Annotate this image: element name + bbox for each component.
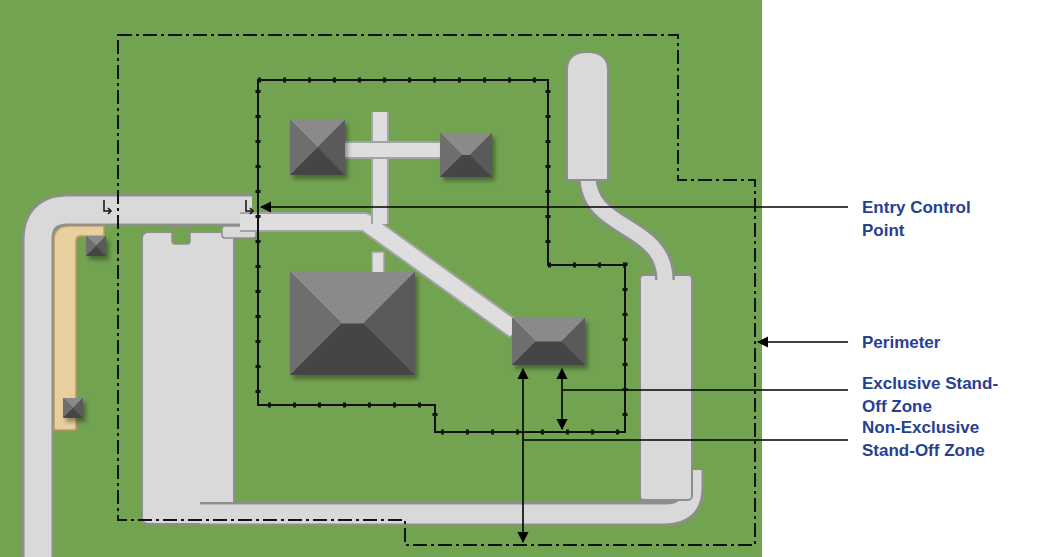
- building: [290, 272, 415, 375]
- entry-marker: [104, 200, 253, 214]
- building: [290, 120, 345, 175]
- perimeter-line: [118, 35, 755, 545]
- stand-off-fence: [258, 80, 625, 432]
- building: [440, 133, 492, 177]
- callout-label: Entry Control Point: [862, 196, 1012, 242]
- buildings: [63, 120, 585, 418]
- walkways: [240, 112, 515, 330]
- guard-booth: [63, 398, 83, 418]
- leader-lines: [261, 207, 848, 542]
- grass-ground: [0, 0, 762, 557]
- roads: [38, 52, 692, 557]
- callout-label: Exclusive Stand-Off Zone: [862, 372, 1012, 418]
- callout-label: Perimeter: [862, 331, 1012, 354]
- building: [512, 318, 585, 365]
- sidewalk: [54, 226, 104, 430]
- guard-booth: [86, 236, 106, 256]
- callout-label: Non-Exclusive Stand-Off Zone: [862, 416, 1012, 462]
